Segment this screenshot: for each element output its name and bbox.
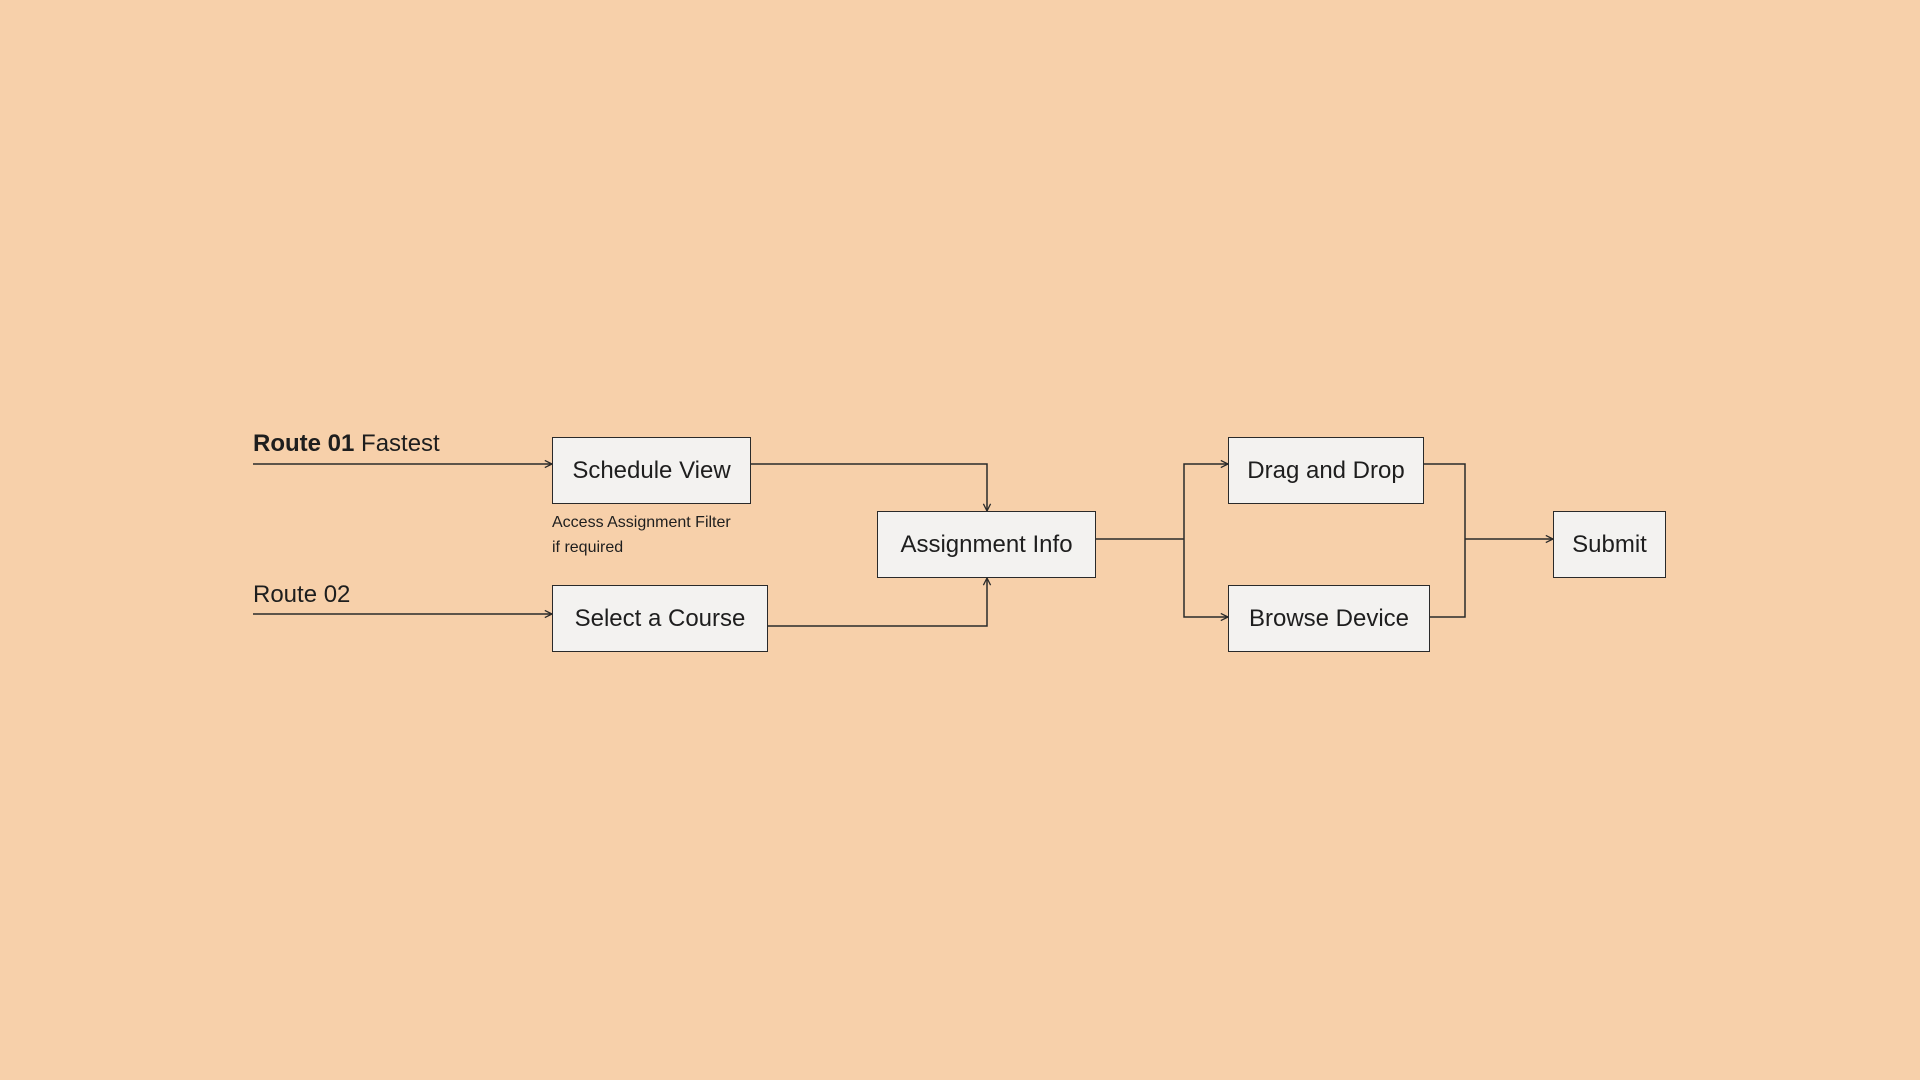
- schedule-view-node[interactable]: Schedule View: [552, 437, 751, 504]
- route-02-label: Route 02: [253, 581, 350, 609]
- branch-to-browse-connector: [1183, 539, 1228, 617]
- select-course-node[interactable]: Select a Course: [552, 585, 768, 652]
- browse-to-merge-connector: [1430, 539, 1466, 618]
- schedule-to-assignment-connector: [751, 463, 987, 511]
- route-01-title: Route 01: [253, 430, 355, 457]
- drag-drop-to-merge-connector: [1424, 463, 1466, 539]
- branch-to-drag-drop-connector: [1183, 464, 1228, 539]
- submit-node[interactable]: Submit: [1553, 511, 1666, 578]
- course-to-assignment-connector: [768, 578, 987, 627]
- assignment-filter-note: Access Assignment Filter if required: [552, 510, 731, 560]
- route-02-title: Route 02: [253, 581, 351, 608]
- note-line-2: if required: [552, 539, 624, 556]
- drag-and-drop-node[interactable]: Drag and Drop: [1228, 437, 1424, 504]
- route-01-subtitle: Fastest: [354, 430, 440, 457]
- route-01-label: Route 01 Fastest: [253, 430, 440, 458]
- browse-device-node[interactable]: Browse Device: [1228, 585, 1430, 652]
- assignment-info-node[interactable]: Assignment Info: [877, 511, 1096, 578]
- note-line-1: Access Assignment Filter: [552, 514, 731, 531]
